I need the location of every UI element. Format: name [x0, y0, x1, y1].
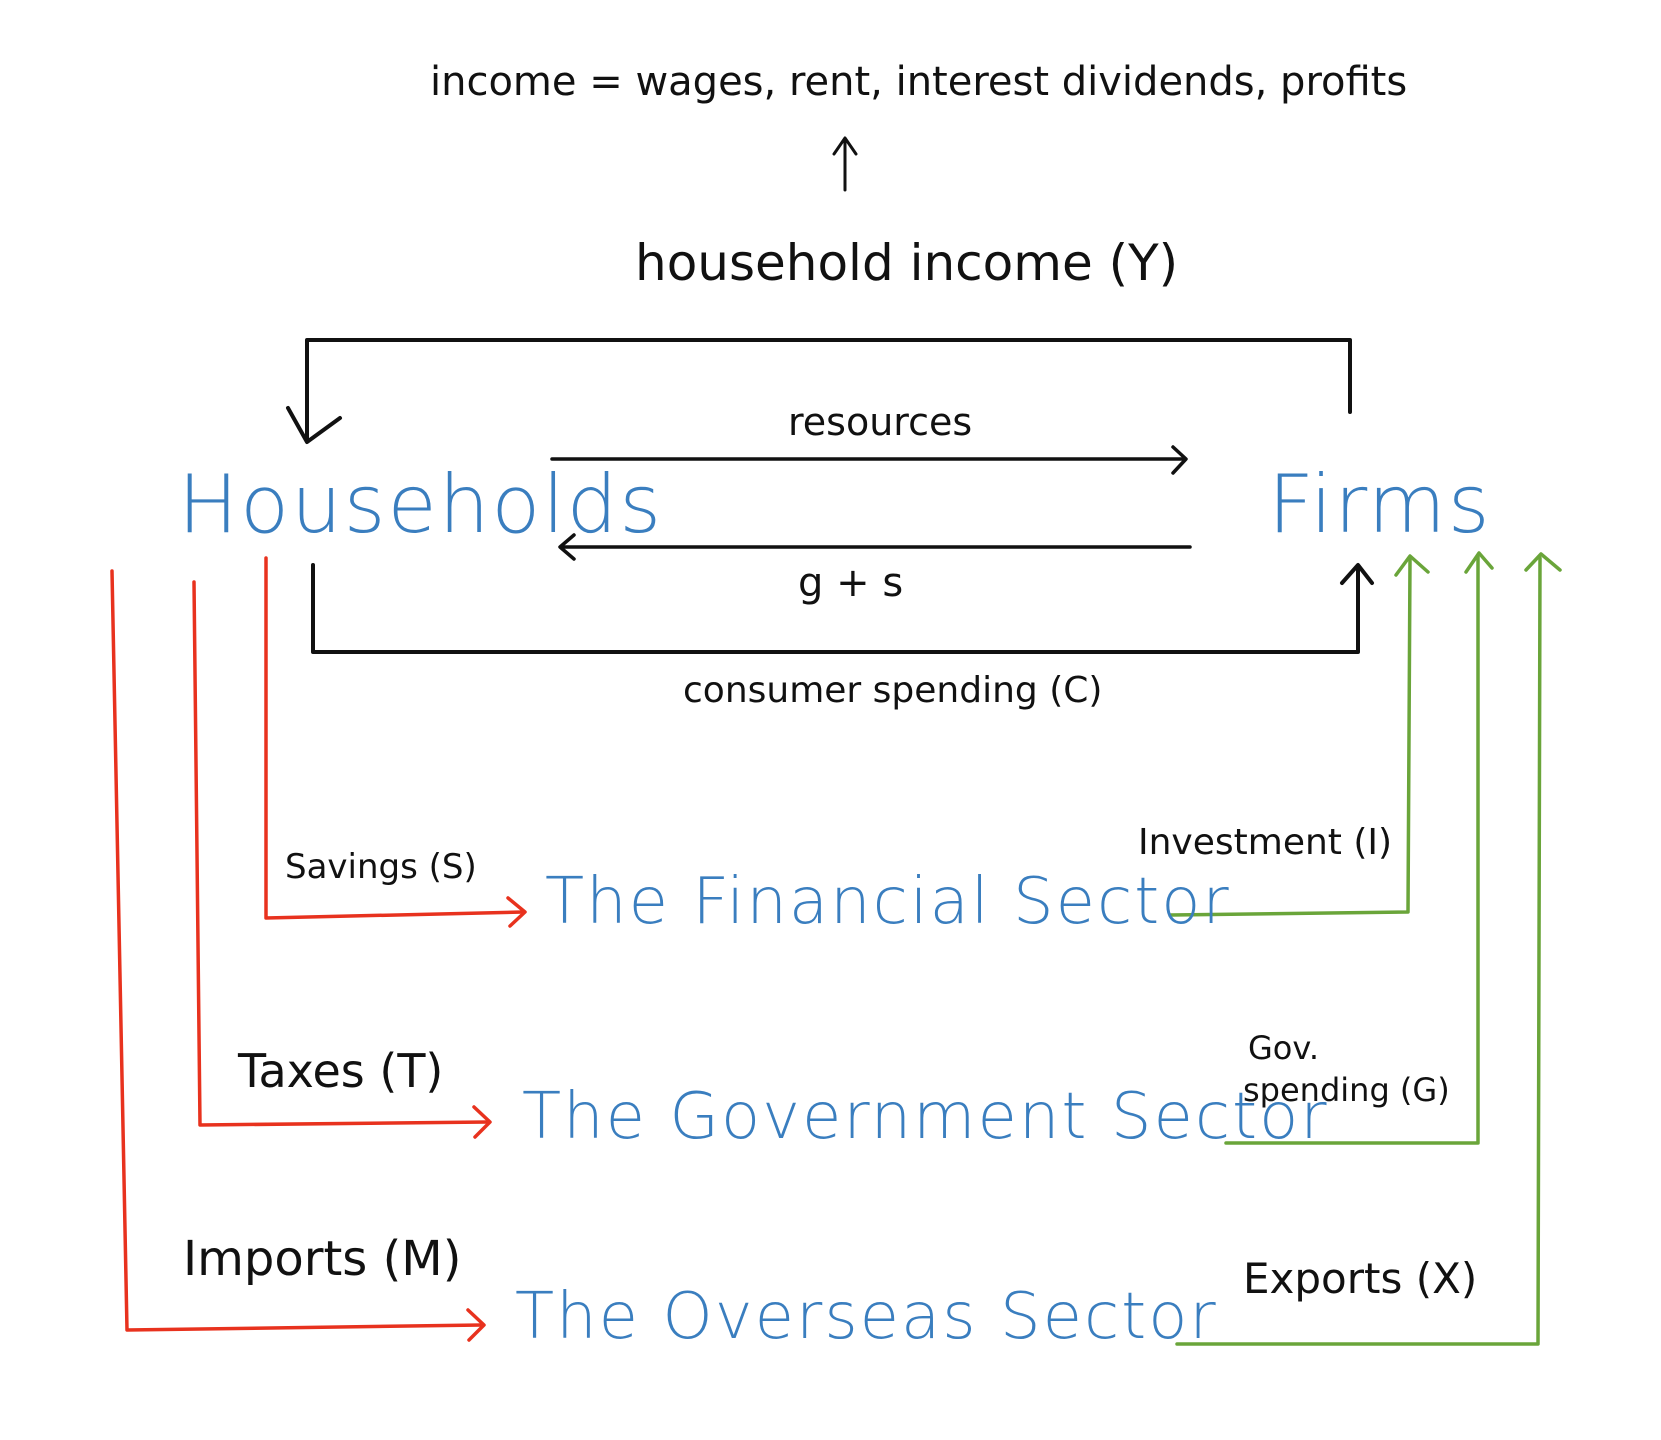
consumer-spending-arrow	[311, 563, 1374, 654]
exports-injection-arrow	[1175, 552, 1562, 1346]
imports-leakage-arrow	[110, 569, 486, 1342]
income-definition-arrow	[832, 136, 858, 192]
imports-label: Imports (M)	[183, 1231, 462, 1287]
resources-arrow	[550, 445, 1188, 475]
gov-spending-label-line1: Gov.	[1248, 1029, 1319, 1067]
resources-label: resources	[788, 400, 973, 444]
taxes-label: Taxes (T)	[238, 1044, 444, 1098]
households-node: Households	[178, 458, 664, 551]
overseas-sector-node: The Overseas Sector	[515, 1280, 1218, 1354]
investment-injection-arrow	[1169, 554, 1430, 917]
savings-label: Savings (S)	[285, 847, 477, 887]
goods-services-label: g + s	[798, 560, 904, 606]
financial-sector-node: The Financial Sector	[545, 865, 1231, 939]
goods-services-arrow	[558, 533, 1192, 561]
gov-spending-injection-arrow	[1224, 551, 1494, 1145]
gov-spending-label-line2: spending (G)	[1243, 1071, 1450, 1109]
household-income-label: household income (Y)	[635, 234, 1179, 292]
firms-node: Firms	[1268, 458, 1492, 551]
investment-label: Investment (I)	[1138, 822, 1393, 863]
savings-leakage-arrow	[264, 556, 527, 928]
taxes-leakage-arrow	[192, 580, 492, 1139]
government-sector-node: The Government Sector	[522, 1080, 1329, 1154]
income-definition-label: income = wages, rent, interest dividends…	[430, 59, 1408, 105]
consumer-spending-label: consumer spending (C)	[683, 670, 1103, 711]
exports-label: Exports (X)	[1243, 1254, 1478, 1303]
household-income-arrow	[286, 338, 1352, 444]
